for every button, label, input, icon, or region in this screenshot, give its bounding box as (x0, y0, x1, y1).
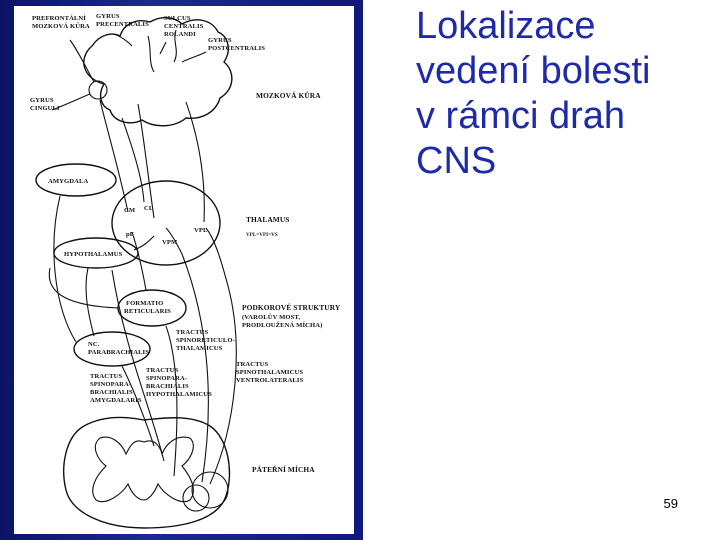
slide-title: Lokalizace vedení bolesti v rámci drah C… (416, 4, 706, 184)
label-precentral-2: PRECENTRALIS (96, 21, 149, 28)
dorsal-root-circle-2 (192, 472, 228, 508)
label-formatio-1: FORMATIO (126, 300, 163, 307)
label-sulcus-2: CENTRALIS (164, 23, 204, 30)
pathway-parabrachial-to-amygdala (54, 196, 76, 342)
label-spinothal-1: TRACTUS (236, 361, 268, 368)
label-spinohypo-1: TRACTUS (146, 367, 178, 374)
title-line-4: CNS (416, 139, 706, 184)
pain-pathway-diagram: PREFRONTÁLNÍ MOZKOVÁ KŮRA GYRUS PRECENTR… (14, 6, 354, 534)
brain-outline (84, 18, 232, 126)
label-cingulate-1: GYRUS (30, 97, 54, 104)
label-cortex: MOZKOVÁ KŮRA (256, 90, 321, 100)
label-spinoreticulo-2: SPINORETICULO- (176, 337, 235, 344)
title-line-1: Lokalizace (416, 4, 706, 49)
label-pf: pF (126, 231, 134, 238)
label-hypothalamus: HYPOTHALAMUS (64, 251, 123, 258)
label-spinopara-3: BRACHIALIS (90, 389, 133, 396)
label-spinohypo-3: BRACHIALIS (146, 383, 189, 390)
label-cingulate-2: CINGULI (30, 105, 60, 112)
pathway-to-postcentral (186, 102, 204, 222)
pathway-to-precentral (138, 104, 154, 218)
pathway-spinothalamic-2 (166, 228, 208, 482)
label-spinopara-2: SPINOPARA- (90, 381, 131, 388)
title-line-3: v rámci drah (416, 94, 706, 139)
label-thalamus-sub: VPL=VPI=VS (246, 233, 278, 238)
label-parabrachial-1: NC. (88, 341, 100, 348)
label-subcortical-3: PRODLOUŽENÁ MÍCHA) (242, 321, 322, 329)
label-spinothal-3: VENTROLATERALIS (236, 377, 304, 384)
label-spinohypo-4: HYPOTHALAMICUS (146, 391, 212, 398)
label-precentral-1: GYRUS (96, 13, 120, 20)
pointer-precentral (114, 34, 132, 46)
label-cm: CM (124, 207, 136, 214)
pathway-parabrachial-to-hypothalamus (86, 268, 94, 336)
label-cl: CL (144, 205, 154, 212)
label-parabrachial-2: PARABRACHIALIS (88, 349, 149, 356)
label-amygdala: AMYGDALA (48, 178, 88, 185)
label-prefrontal-2: MOZKOVÁ KŮRA (32, 22, 90, 30)
label-spinohypo-2: SPINOPARA- (146, 375, 187, 382)
label-thalamus: THALAMUS (246, 215, 290, 224)
label-spinothal-2: SPINOTHALAMICUS (236, 369, 303, 376)
cingulate-target-circle (89, 81, 107, 99)
label-spinoreticulo-3: THALAMICUS (176, 345, 223, 352)
label-spinoreticulo-1: TRACTUS (176, 329, 208, 336)
brain-sulcus-line (148, 36, 154, 72)
label-subcortical-2: (VAROLŮV MOST, (242, 313, 300, 321)
pathway-spinothalamic (206, 228, 236, 484)
pointer-sulcus (160, 42, 166, 54)
label-spinopara-1: TRACTUS (90, 373, 122, 380)
page-number: 59 (664, 496, 678, 511)
pointer-postcentral (182, 52, 206, 62)
label-sulcus-1: SULCUS (164, 15, 191, 22)
label-vpl: VPL (194, 227, 208, 234)
label-prefrontal-1: PREFRONTÁLNÍ (32, 14, 86, 22)
spinal-grey-matter (93, 437, 194, 502)
label-postcentral-2: POSTCENTRALIS (208, 45, 265, 52)
label-spinal-cord: PÁTEŘNÍ MÍCHA (252, 464, 315, 474)
title-line-2: vedení bolesti (416, 49, 706, 94)
label-subcortical-1: PODKOROVÉ STRUKTURY (242, 302, 341, 312)
pointer-prefrontal (70, 40, 94, 82)
label-formatio-2: RETICULARIS (124, 308, 171, 315)
label-postcentral-1: GYRUS (208, 37, 232, 44)
label-spinopara-4: AMYGDALARIS (90, 397, 142, 404)
label-vpm: VPM (162, 239, 178, 246)
label-sulcus-3: ROLANDI (164, 31, 196, 38)
